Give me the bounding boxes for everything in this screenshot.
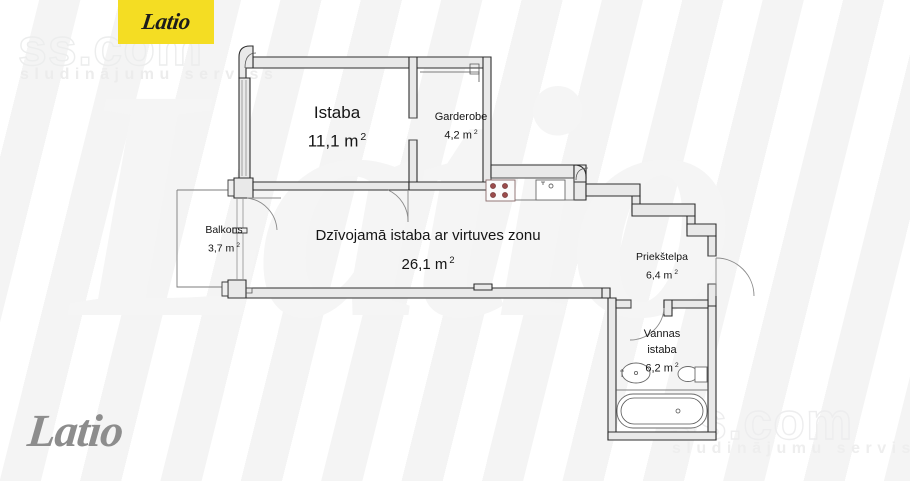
latio-badge-text: Latio	[140, 9, 192, 34]
kitchen-fixtures	[485, 177, 575, 202]
kitchen-sink-icon	[535, 179, 566, 201]
stove-4-burner-icon	[485, 179, 516, 202]
room-balkons-outline	[176, 189, 243, 288]
latio-badge-logo: Latio	[118, 0, 214, 44]
bathroom-fixtures	[616, 362, 708, 429]
bathtub-icon	[616, 393, 708, 429]
walls-structure	[221, 45, 717, 441]
toilet-icon	[677, 366, 708, 383]
latio-bottom-logo: Latio	[25, 405, 126, 456]
washbasin-icon	[620, 362, 651, 384]
door-swings	[246, 189, 755, 341]
